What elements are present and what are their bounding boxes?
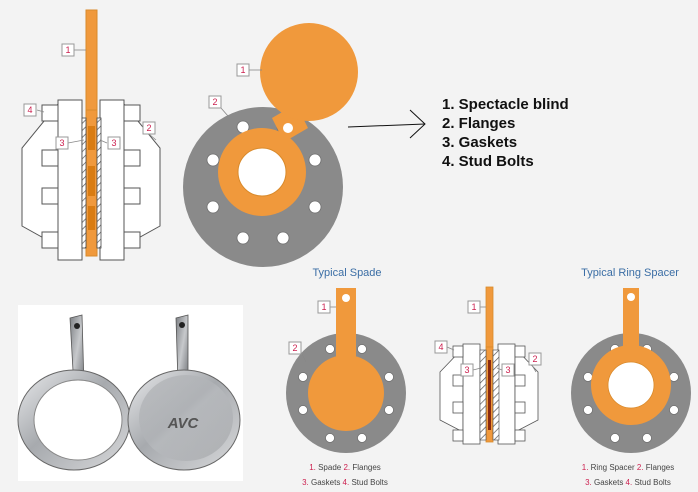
callout-4: 4: [27, 105, 32, 115]
ring-spacer-caption-2: 3. Gaskets 4. Stud Bolts: [585, 478, 671, 487]
callout-box: [55, 136, 69, 150]
callout-box: [460, 363, 474, 377]
spade-caption-1: 1. Spade 2. Flanges: [309, 463, 381, 472]
callout-3: 3: [111, 138, 116, 148]
typical-spade: Typical Spade 1 2 1. Spade 2. Flanges 3.…: [286, 267, 406, 487]
callout-1: 1: [65, 45, 70, 55]
nut: [41, 187, 59, 205]
ring-handle-hole: [627, 293, 635, 301]
callout-box: [61, 43, 75, 57]
blind-inner-mark: [88, 166, 95, 196]
right-flange-small: [497, 343, 516, 445]
typical-ring-spacer: Typical Ring Spacer 1. Ring Spacer 2. Fl…: [571, 267, 691, 487]
callout-3: 3: [505, 365, 510, 375]
blind-handle: [85, 9, 98, 111]
ring-spacer-handle: [623, 288, 639, 360]
legend-item: 1. Spectacle blind: [442, 96, 569, 113]
side-section-view: 1 4 3 3 2: [21, 9, 161, 261]
spade-title: Typical Spade: [312, 267, 381, 279]
nut: [41, 104, 59, 122]
callout-1: 1: [471, 302, 476, 312]
callout-box: [208, 95, 222, 109]
callout-1: 1: [240, 65, 245, 75]
spade-handle-hole: [342, 294, 350, 302]
ring-bore: [237, 147, 287, 197]
callout-box: [317, 300, 331, 314]
parts-legend: 1. Spectacle blind 2. Flanges 3. Gaskets…: [442, 96, 569, 170]
gasket-left-small: [479, 349, 487, 441]
spade-handle-side: [485, 286, 494, 348]
callout-2: 2: [532, 354, 537, 364]
engraving-logo: AVC: [167, 415, 200, 432]
callout-box: [142, 121, 156, 135]
left-flange-small: [462, 343, 481, 445]
blind-disk: [260, 23, 358, 121]
nut: [41, 149, 59, 167]
callout-box: [434, 340, 448, 354]
callout-box: [467, 300, 481, 314]
handle-hole: [179, 322, 185, 328]
callout-box: [23, 103, 37, 117]
legend-item: 4. Stud Bolts: [442, 153, 534, 170]
nut: [123, 231, 141, 249]
callout-2: 2: [146, 123, 151, 133]
callout-2: 2: [292, 343, 297, 353]
blind-face-shade: [139, 375, 233, 461]
callout-1: 1: [321, 302, 326, 312]
callout-3: 3: [59, 138, 64, 148]
ring-spacer-bore: [607, 361, 655, 409]
front-view-spectacle: 1 2: [183, 23, 358, 267]
product-photo: AVC: [17, 305, 243, 481]
legend-arrow: [347, 109, 426, 139]
left-flange: [57, 99, 83, 261]
legend-item: 3. Gaskets: [442, 134, 517, 151]
ring-bore-photo: [33, 379, 123, 461]
callout-box: [288, 341, 302, 355]
left-hub: [21, 102, 59, 247]
handle-hole: [74, 323, 80, 329]
blind-inner-mark: [88, 126, 95, 150]
nut: [123, 187, 141, 205]
right-flange: [99, 99, 125, 261]
spade-plate: [308, 355, 384, 431]
callout-box: [107, 136, 121, 150]
gasket-right-small: [492, 349, 500, 441]
nut: [123, 149, 141, 167]
legend-item: 2. Flanges: [442, 115, 515, 132]
callout-3: 3: [464, 365, 469, 375]
ring-spacer-caption-1: 1. Ring Spacer 2. Flanges: [582, 463, 675, 472]
callout-box: [236, 63, 250, 77]
blind-inner-small: [488, 360, 491, 430]
callout-4: 4: [438, 342, 443, 352]
gasket-right: [96, 117, 102, 249]
callout-box: [528, 352, 542, 366]
spade-caption-2: 3. Gaskets 4. Stud Bolts: [302, 478, 388, 487]
small-side-section: 1 4 3 3 2: [434, 286, 542, 445]
callout-2: 2: [212, 97, 217, 107]
nut: [123, 104, 141, 122]
web-hole: [283, 123, 293, 133]
callout-box: [501, 363, 515, 377]
spade-handle: [336, 288, 356, 360]
nut: [41, 231, 59, 249]
gasket-left: [81, 117, 87, 249]
blind-inner-mark: [88, 206, 95, 230]
ring-spacer-title: Typical Ring Spacer: [581, 267, 679, 279]
